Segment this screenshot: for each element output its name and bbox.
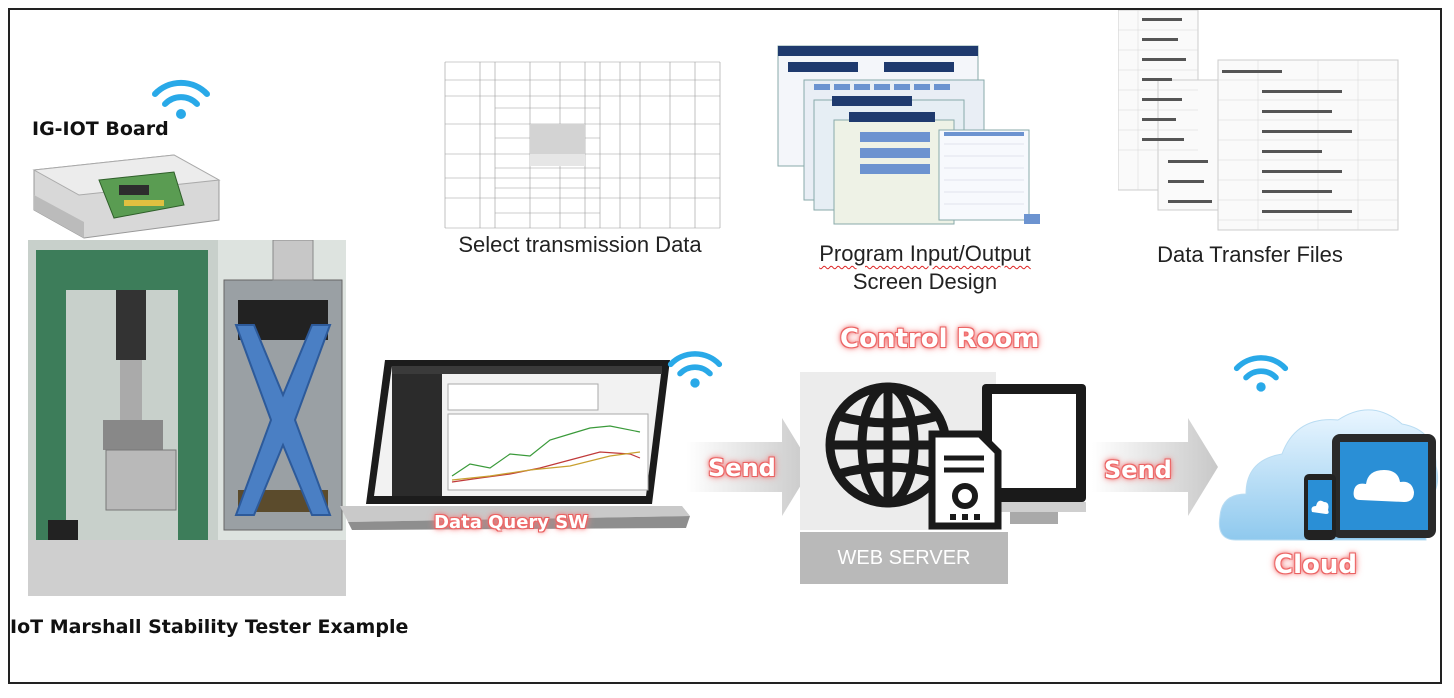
wifi-icon — [667, 351, 723, 388]
laptop-image — [340, 360, 690, 530]
marshall-tester-image — [28, 240, 346, 596]
select-transmission-caption: Select transmission Data — [458, 232, 702, 257]
arrow-icon — [686, 418, 812, 516]
cloud-label: Cloud — [1274, 550, 1357, 580]
control-room-illustration — [800, 372, 1086, 530]
data-query-sw-label: Data Query SW — [434, 512, 589, 533]
arrow-icon — [1092, 418, 1218, 516]
program-design-caption: Program Input/Output Screen Design — [780, 240, 1070, 296]
document-icon — [928, 430, 1002, 530]
program-caption-line1: Program Input/Output — [819, 241, 1031, 266]
wifi-icon — [152, 79, 210, 119]
wifi-icon — [1233, 355, 1289, 392]
program-screen-design-image — [774, 40, 1044, 232]
control-room-label: Control Room — [840, 324, 1040, 354]
phone-icon — [1304, 474, 1336, 540]
monitor-icon — [1002, 384, 1003, 385]
data-transfer-files-image — [1118, 10, 1410, 235]
tablet-icon — [1332, 434, 1436, 538]
diagram-frame: IG-IOT Board IoT Marshall Stability Test… — [8, 8, 1442, 684]
send-label-1: Send — [708, 454, 776, 482]
program-caption-line2: Screen Design — [852, 269, 998, 294]
tester-caption: IoT Marshall Stability Tester Example — [10, 616, 409, 638]
data-transfer-caption: Data Transfer Files — [1157, 242, 1343, 267]
iot-board-label: IG-IOT Board — [32, 118, 169, 140]
iot-board-image — [32, 154, 221, 239]
web-server-label: WEB SERVER — [800, 532, 1008, 584]
send-label-2: Send — [1104, 456, 1172, 484]
transmission-data-table-image — [440, 58, 722, 230]
